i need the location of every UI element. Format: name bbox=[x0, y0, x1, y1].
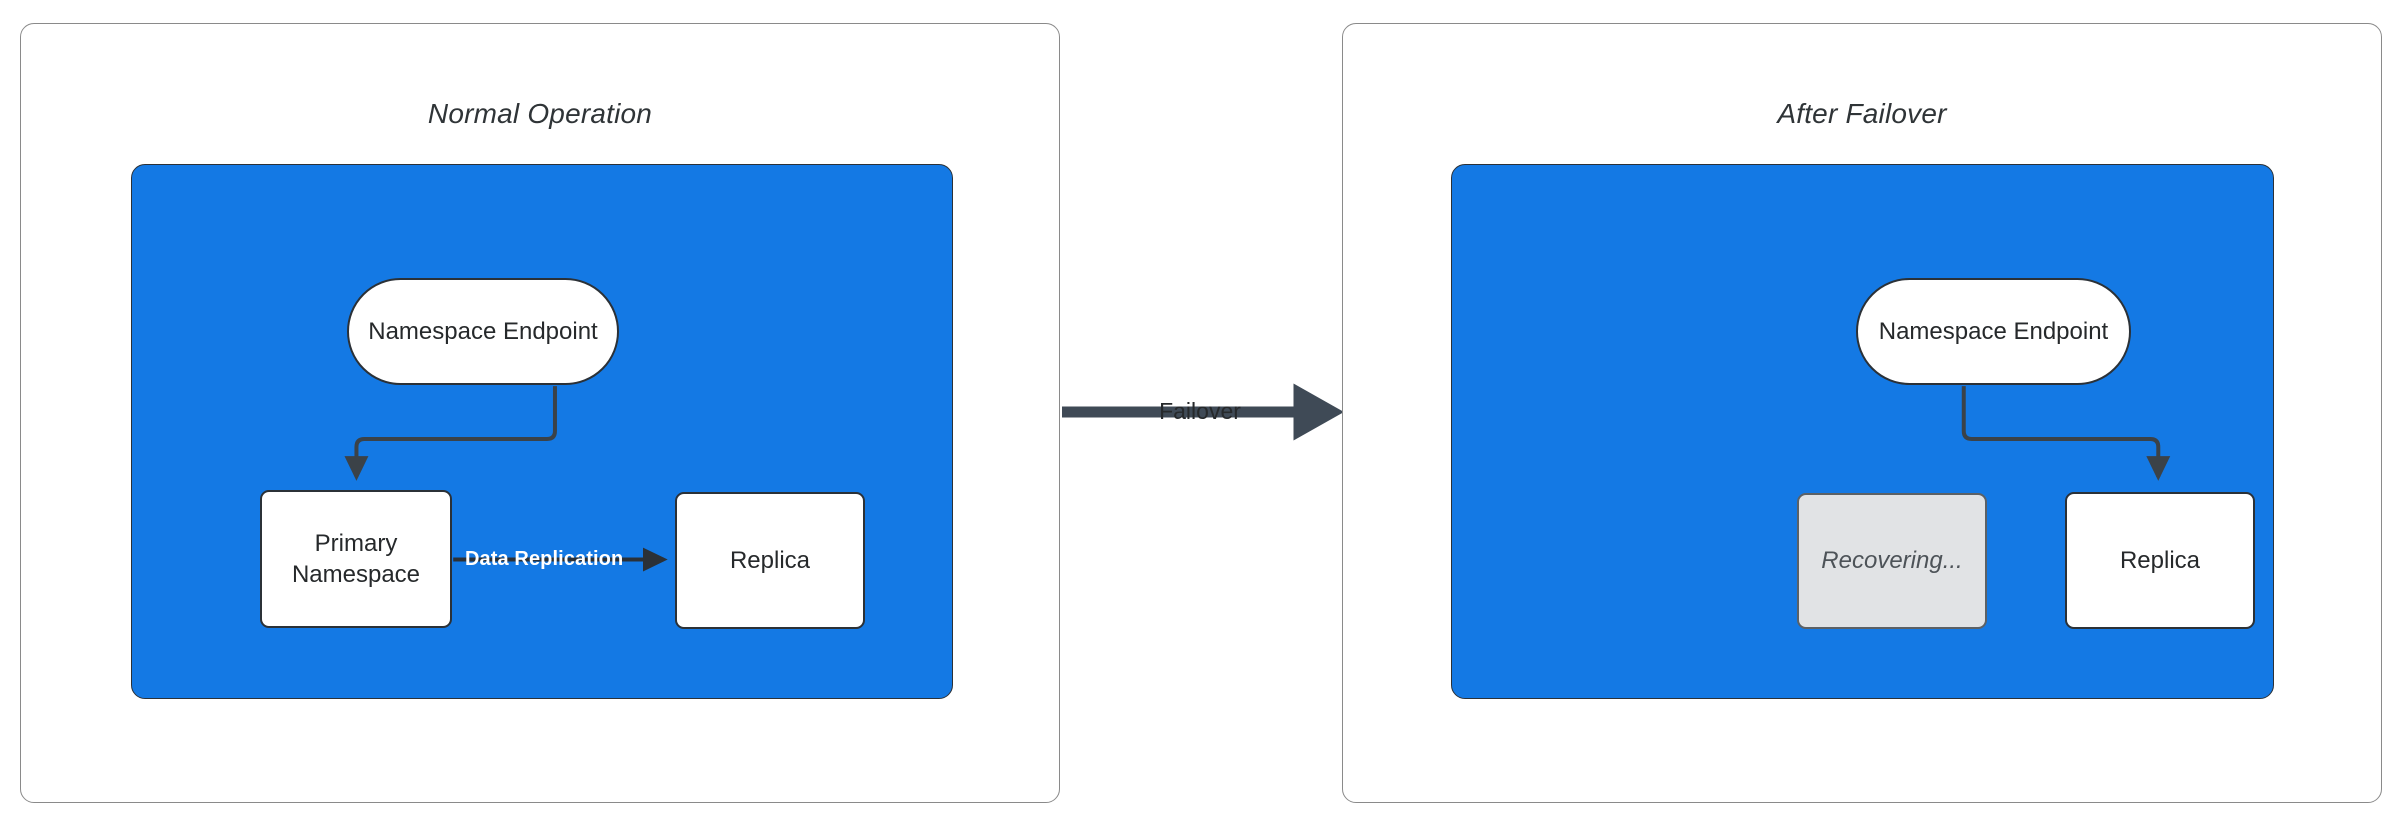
node-primary-namespace[interactable]: Primary Namespace bbox=[260, 490, 452, 628]
failover-transition-arrow bbox=[1062, 383, 1345, 441]
panel-title-after-failover: After Failover bbox=[1777, 98, 1947, 129]
node-replica[interactable]: Replica bbox=[2065, 492, 2255, 629]
region-normal-operation: Namespace Endpoint Primary Namespace Rep… bbox=[131, 164, 953, 699]
node-namespace-endpoint[interactable]: Namespace Endpoint bbox=[1856, 278, 2131, 385]
edge-endpoint-to-replica bbox=[1961, 386, 2171, 481]
region-after-failover: Namespace Endpoint Recovering... Replica bbox=[1451, 164, 2274, 699]
node-namespace-endpoint[interactable]: Namespace Endpoint bbox=[347, 278, 619, 385]
edge-label-data-replication: Data Replication bbox=[465, 548, 624, 570]
edge-endpoint-to-primary bbox=[344, 386, 557, 481]
failover-label: Failover bbox=[1159, 398, 1241, 424]
panel-normal-operation: Normal Operation Namespace Endpoint bbox=[20, 23, 1060, 803]
node-recovering[interactable]: Recovering... bbox=[1797, 493, 1987, 629]
panel-after-failover: After Failover Namespace Endpoint Recove… bbox=[1342, 23, 2382, 803]
panel-title-normal-operation: Normal Operation bbox=[427, 98, 653, 129]
node-replica[interactable]: Replica bbox=[675, 492, 865, 629]
node-primary-namespace-line2: Namespace bbox=[291, 561, 421, 588]
node-primary-namespace-line1: Primary bbox=[314, 529, 398, 557]
